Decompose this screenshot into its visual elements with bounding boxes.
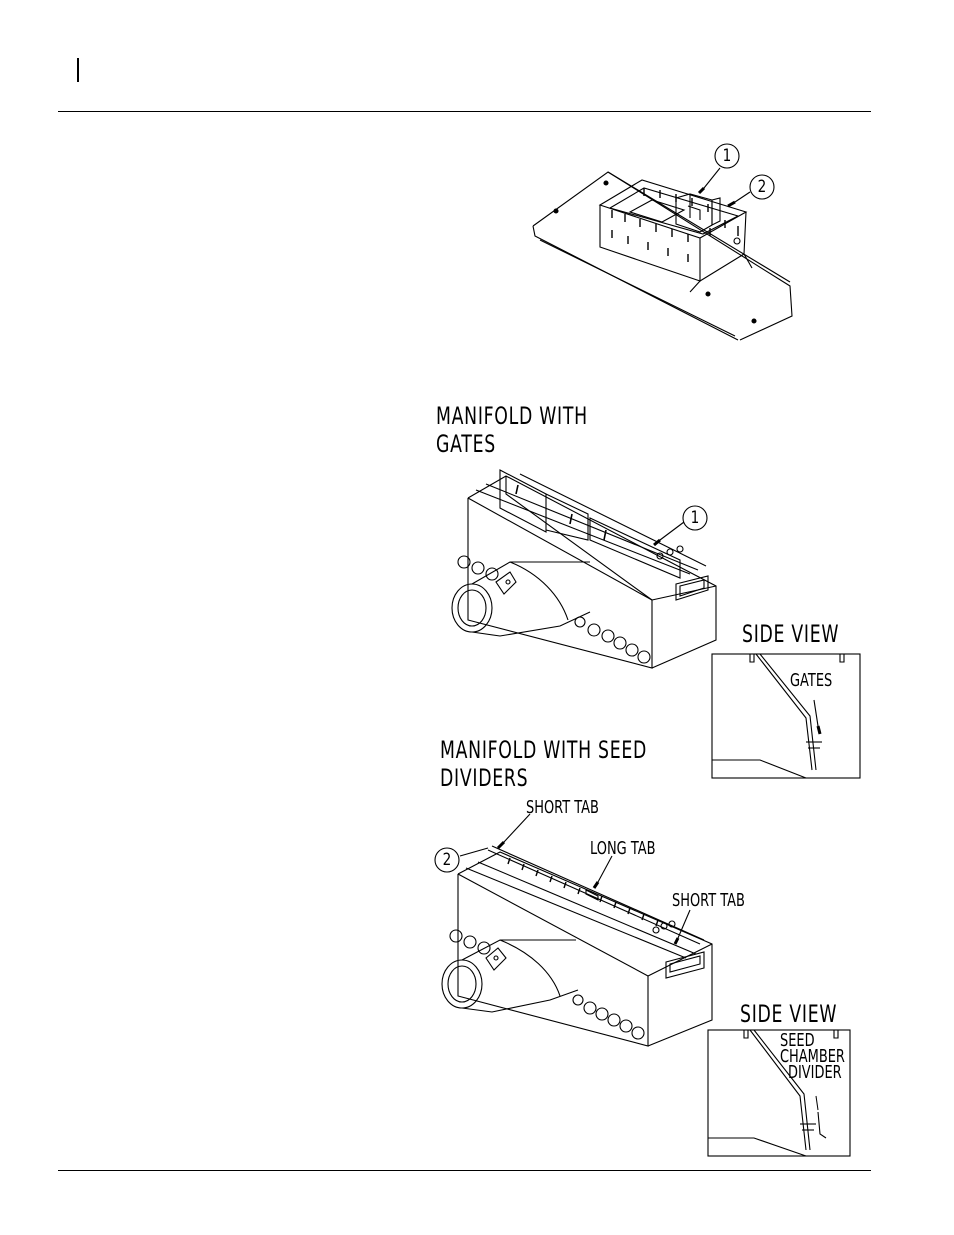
seed-label-line3: DIVIDER [788, 1064, 842, 1082]
